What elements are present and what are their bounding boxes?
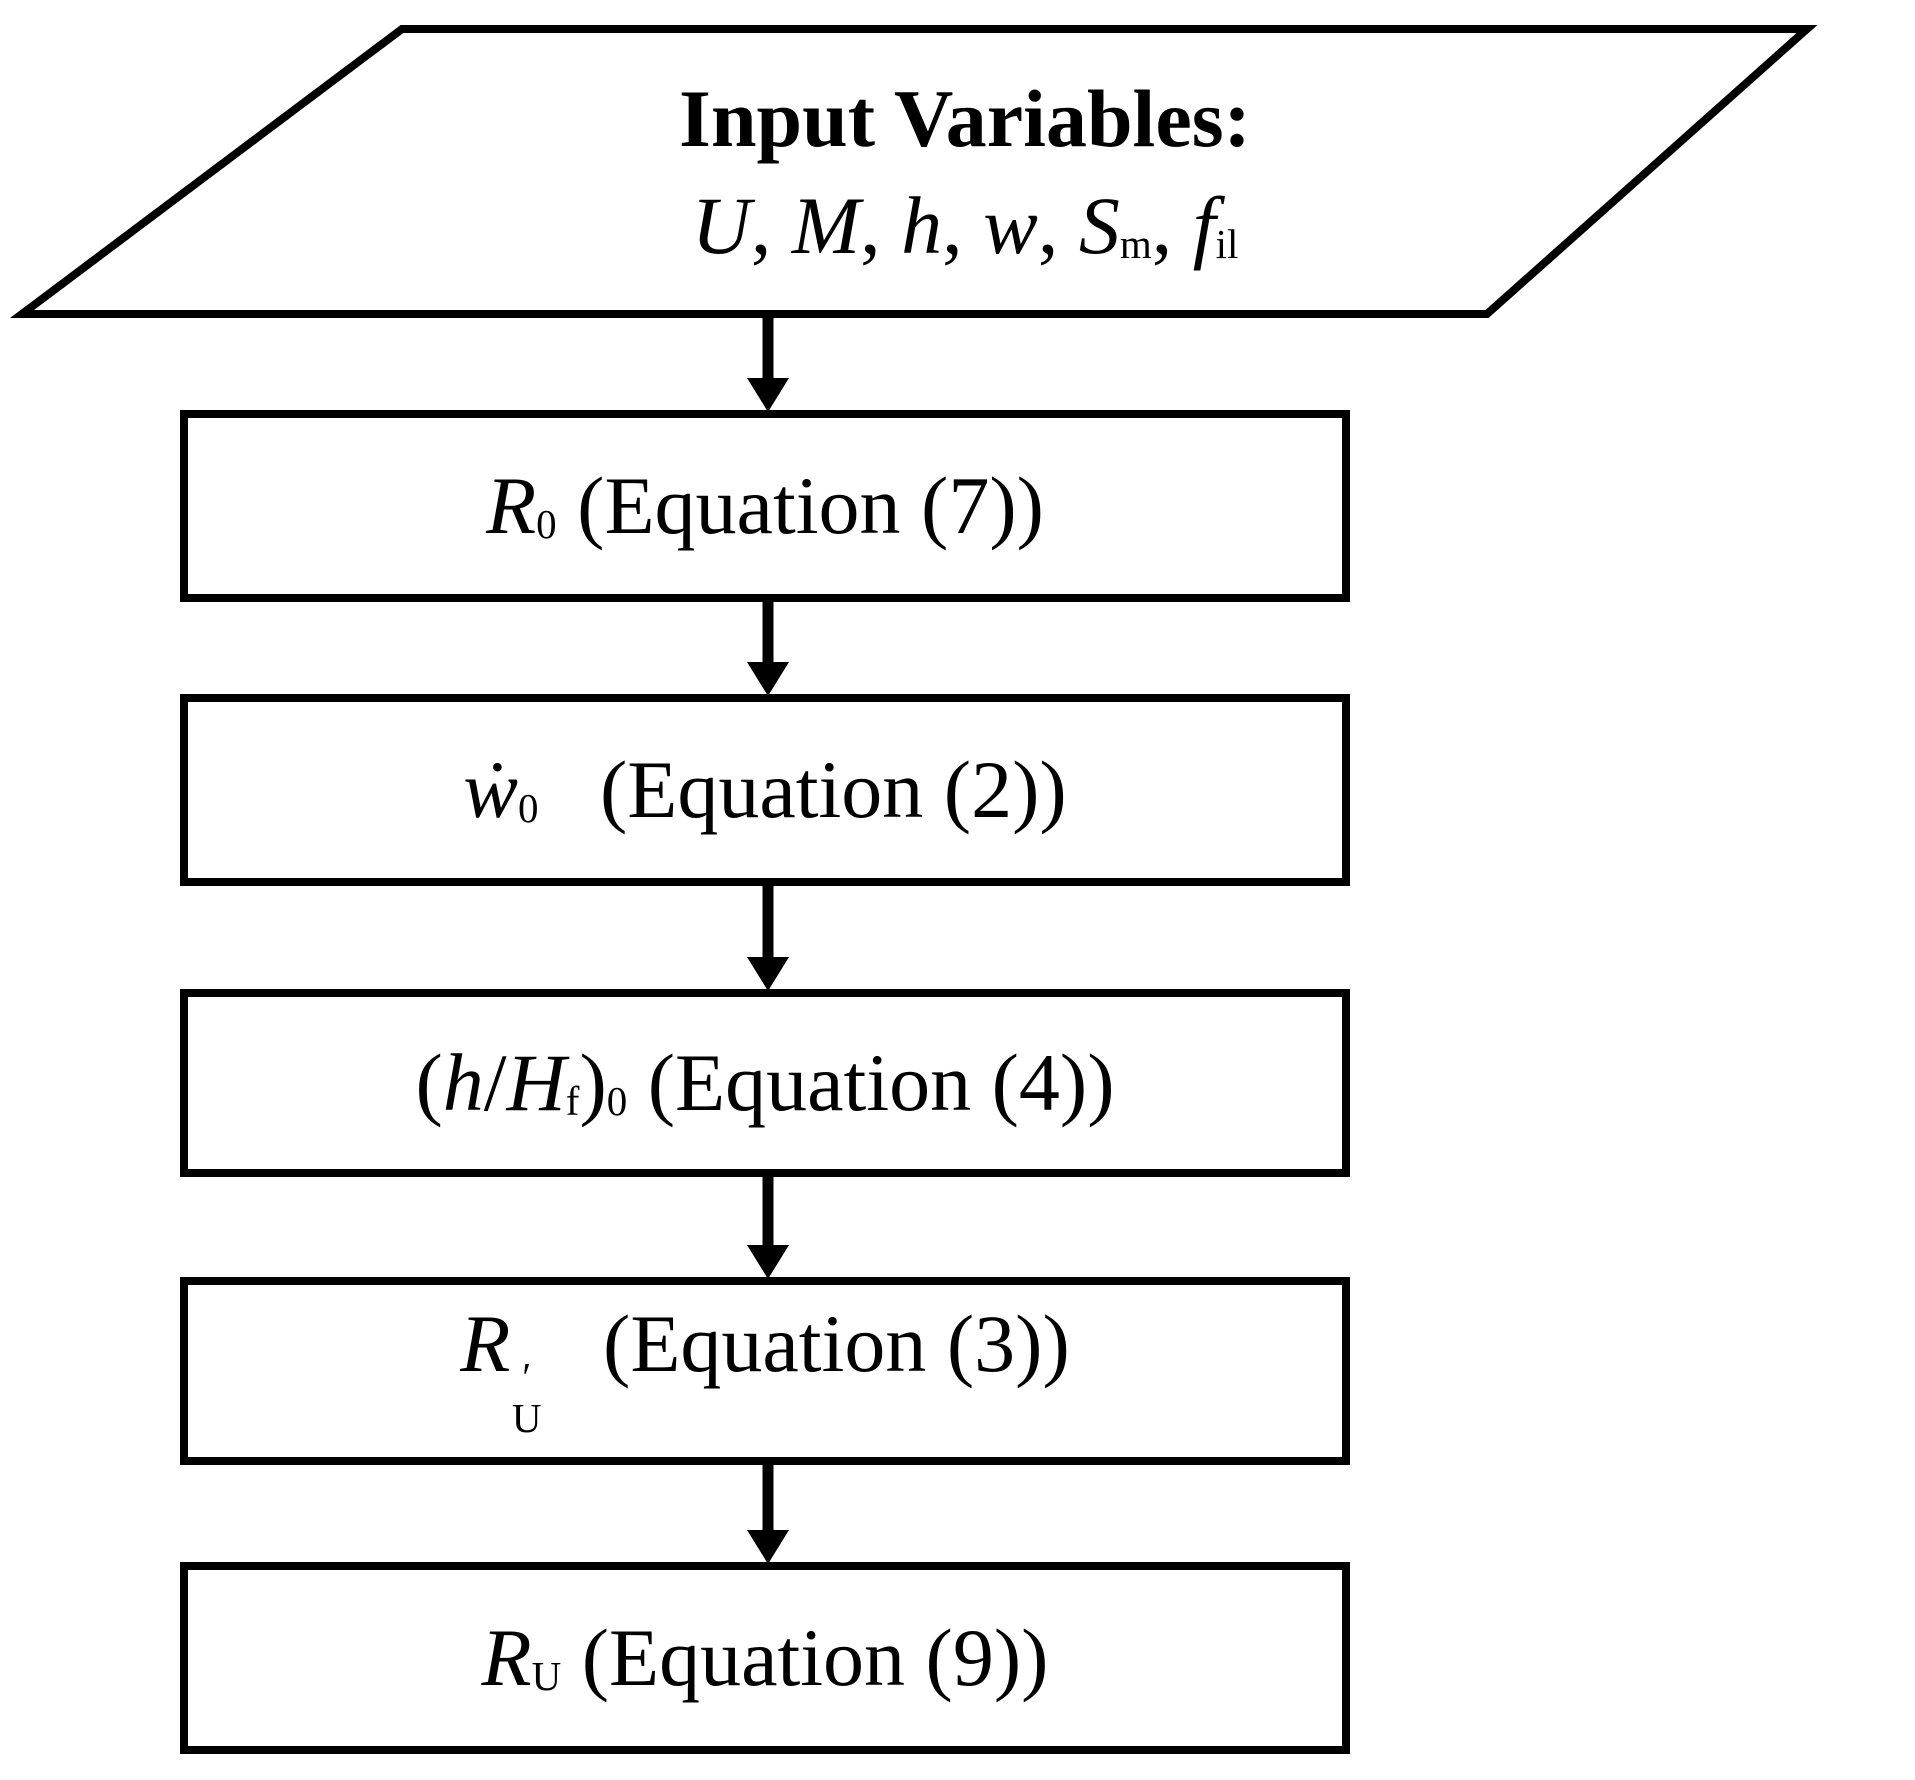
process-box-w0-dot: ẇ0 (Equation (2)) [180,694,1350,886]
flow-arrow-4 [747,1175,789,1279]
process-box-ru-prime: R′U (Equation (3)) [180,1277,1350,1465]
arrow-head-down-icon [747,1530,789,1564]
input-parallelogram [9,25,1818,318]
process-box-label: (h/Hf)0 (Equation (4)) [415,1037,1115,1128]
process-box-h-over-hf-0: (h/Hf)0 (Equation (4)) [180,989,1350,1177]
process-box-label: R′U (Equation (3)) [460,1297,1070,1442]
flow-arrow-5 [747,1463,789,1564]
process-box-label: ẇ0 (Equation (2)) [463,744,1067,835]
arrow-head-down-icon [747,957,789,991]
flow-arrow-2 [747,600,789,696]
arrow-head-down-icon [747,1245,789,1279]
input-variables-node: Input Variables: U, M, h, w, Sm, fil [215,29,1715,317]
arrow-head-down-icon [747,662,789,696]
input-title: Input Variables: [679,73,1251,165]
process-box-label: R0 (Equation (7)) [486,460,1044,551]
process-box-r0: R0 (Equation (7)) [180,410,1350,602]
arrow-head-down-icon [747,378,789,412]
flow-arrow-3 [747,884,789,991]
flow-arrow-1 [747,314,789,412]
process-box-ru: RU (Equation (9)) [180,1562,1350,1754]
input-variables-list: U, M, h, w, Sm, fil [691,180,1239,271]
process-box-label: RU (Equation (9)) [481,1612,1049,1703]
